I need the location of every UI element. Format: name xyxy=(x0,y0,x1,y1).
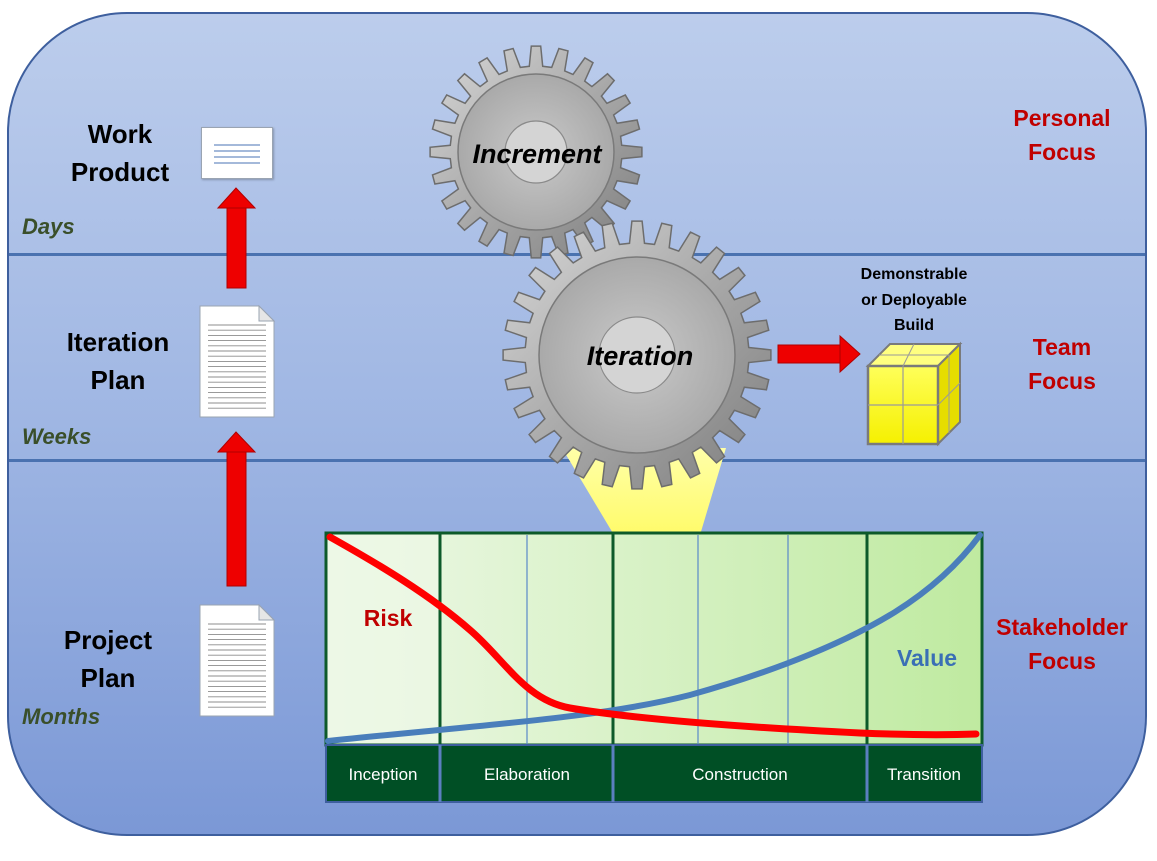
timescale-days: Days xyxy=(22,214,75,239)
value-curve xyxy=(325,532,983,744)
increment-gear xyxy=(429,45,643,259)
phase-transition: Transition xyxy=(887,765,961,784)
phase-bar xyxy=(325,744,983,803)
gear-hub xyxy=(598,316,676,394)
build-cube-icon xyxy=(865,341,963,447)
build-label-line2: or Deployable xyxy=(861,292,967,309)
arrow-right-to-build xyxy=(777,334,861,374)
increment-label: Increment xyxy=(472,139,602,169)
arrow-up-project-to-iteration xyxy=(216,431,257,587)
work-product-doc-icon xyxy=(201,127,273,179)
doc-folded-corner xyxy=(258,604,276,621)
phase-construction: Construction xyxy=(692,765,787,784)
iteration-gear xyxy=(502,220,772,490)
band-divider-days-weeks xyxy=(9,253,1145,256)
lifecycle-chart: Inception Elaboration Construction Trans… xyxy=(324,531,984,803)
phase-inception: Inception xyxy=(349,765,418,784)
arrow-up-iteration-to-work xyxy=(216,187,257,289)
timescale-months: Months xyxy=(22,704,101,729)
gear-hub xyxy=(504,120,568,184)
risk-curve xyxy=(326,533,980,739)
phase-elaboration: Elaboration xyxy=(484,765,570,784)
value-label: Value xyxy=(897,645,957,671)
build-label-line1: Demonstrable xyxy=(861,266,968,283)
build-label-line3: Build xyxy=(894,317,934,334)
iteration-plan-doc-icon xyxy=(199,305,276,418)
timescale-weeks: Weeks xyxy=(22,424,92,449)
doc-folded-corner xyxy=(258,305,276,322)
iteration-label: Iteration xyxy=(587,341,694,371)
project-plan-doc-icon xyxy=(199,604,276,717)
risk-label: Risk xyxy=(364,605,413,631)
